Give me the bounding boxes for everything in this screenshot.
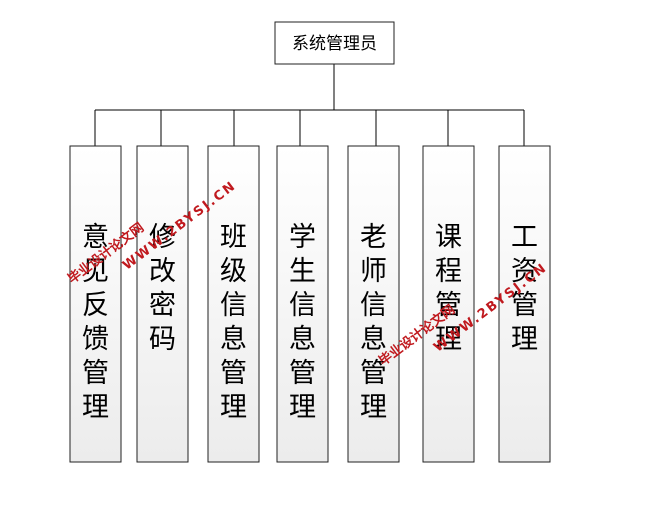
root-label: 系统管理员 [292,34,377,54]
root-node: 系统管理员 [274,21,395,65]
module-label: 学生信息管理 [289,222,316,423]
module-node: 学生信息管理 [276,145,329,463]
module-label: 课程管理 [435,222,462,355]
module-label: 意见反馈管理 [82,222,109,423]
module-box [69,145,122,463]
module-label: 班级信息管理 [220,222,247,423]
module-box [136,145,189,463]
module-nodes: 意见反馈管理 修改密码 班级信息管理 学生信息管理 老师信息管理 课程管理 工资管理 [69,145,551,463]
module-box [276,145,329,463]
module-label: 修改密码 [149,222,176,355]
connectors [94,64,525,146]
module-label: 工资管理 [511,222,538,355]
module-box [422,145,475,463]
module-node: 意见反馈管理 [69,145,122,463]
module-node: 课程管理 [422,145,475,463]
module-node: 修改密码 [136,145,189,463]
module-box [498,145,551,463]
module-box [207,145,260,463]
module-box [347,145,400,463]
module-label: 老师信息管理 [360,222,387,423]
module-node: 工资管理 [498,145,551,463]
module-node: 老师信息管理 [347,145,400,463]
module-node: 班级信息管理 [207,145,260,463]
